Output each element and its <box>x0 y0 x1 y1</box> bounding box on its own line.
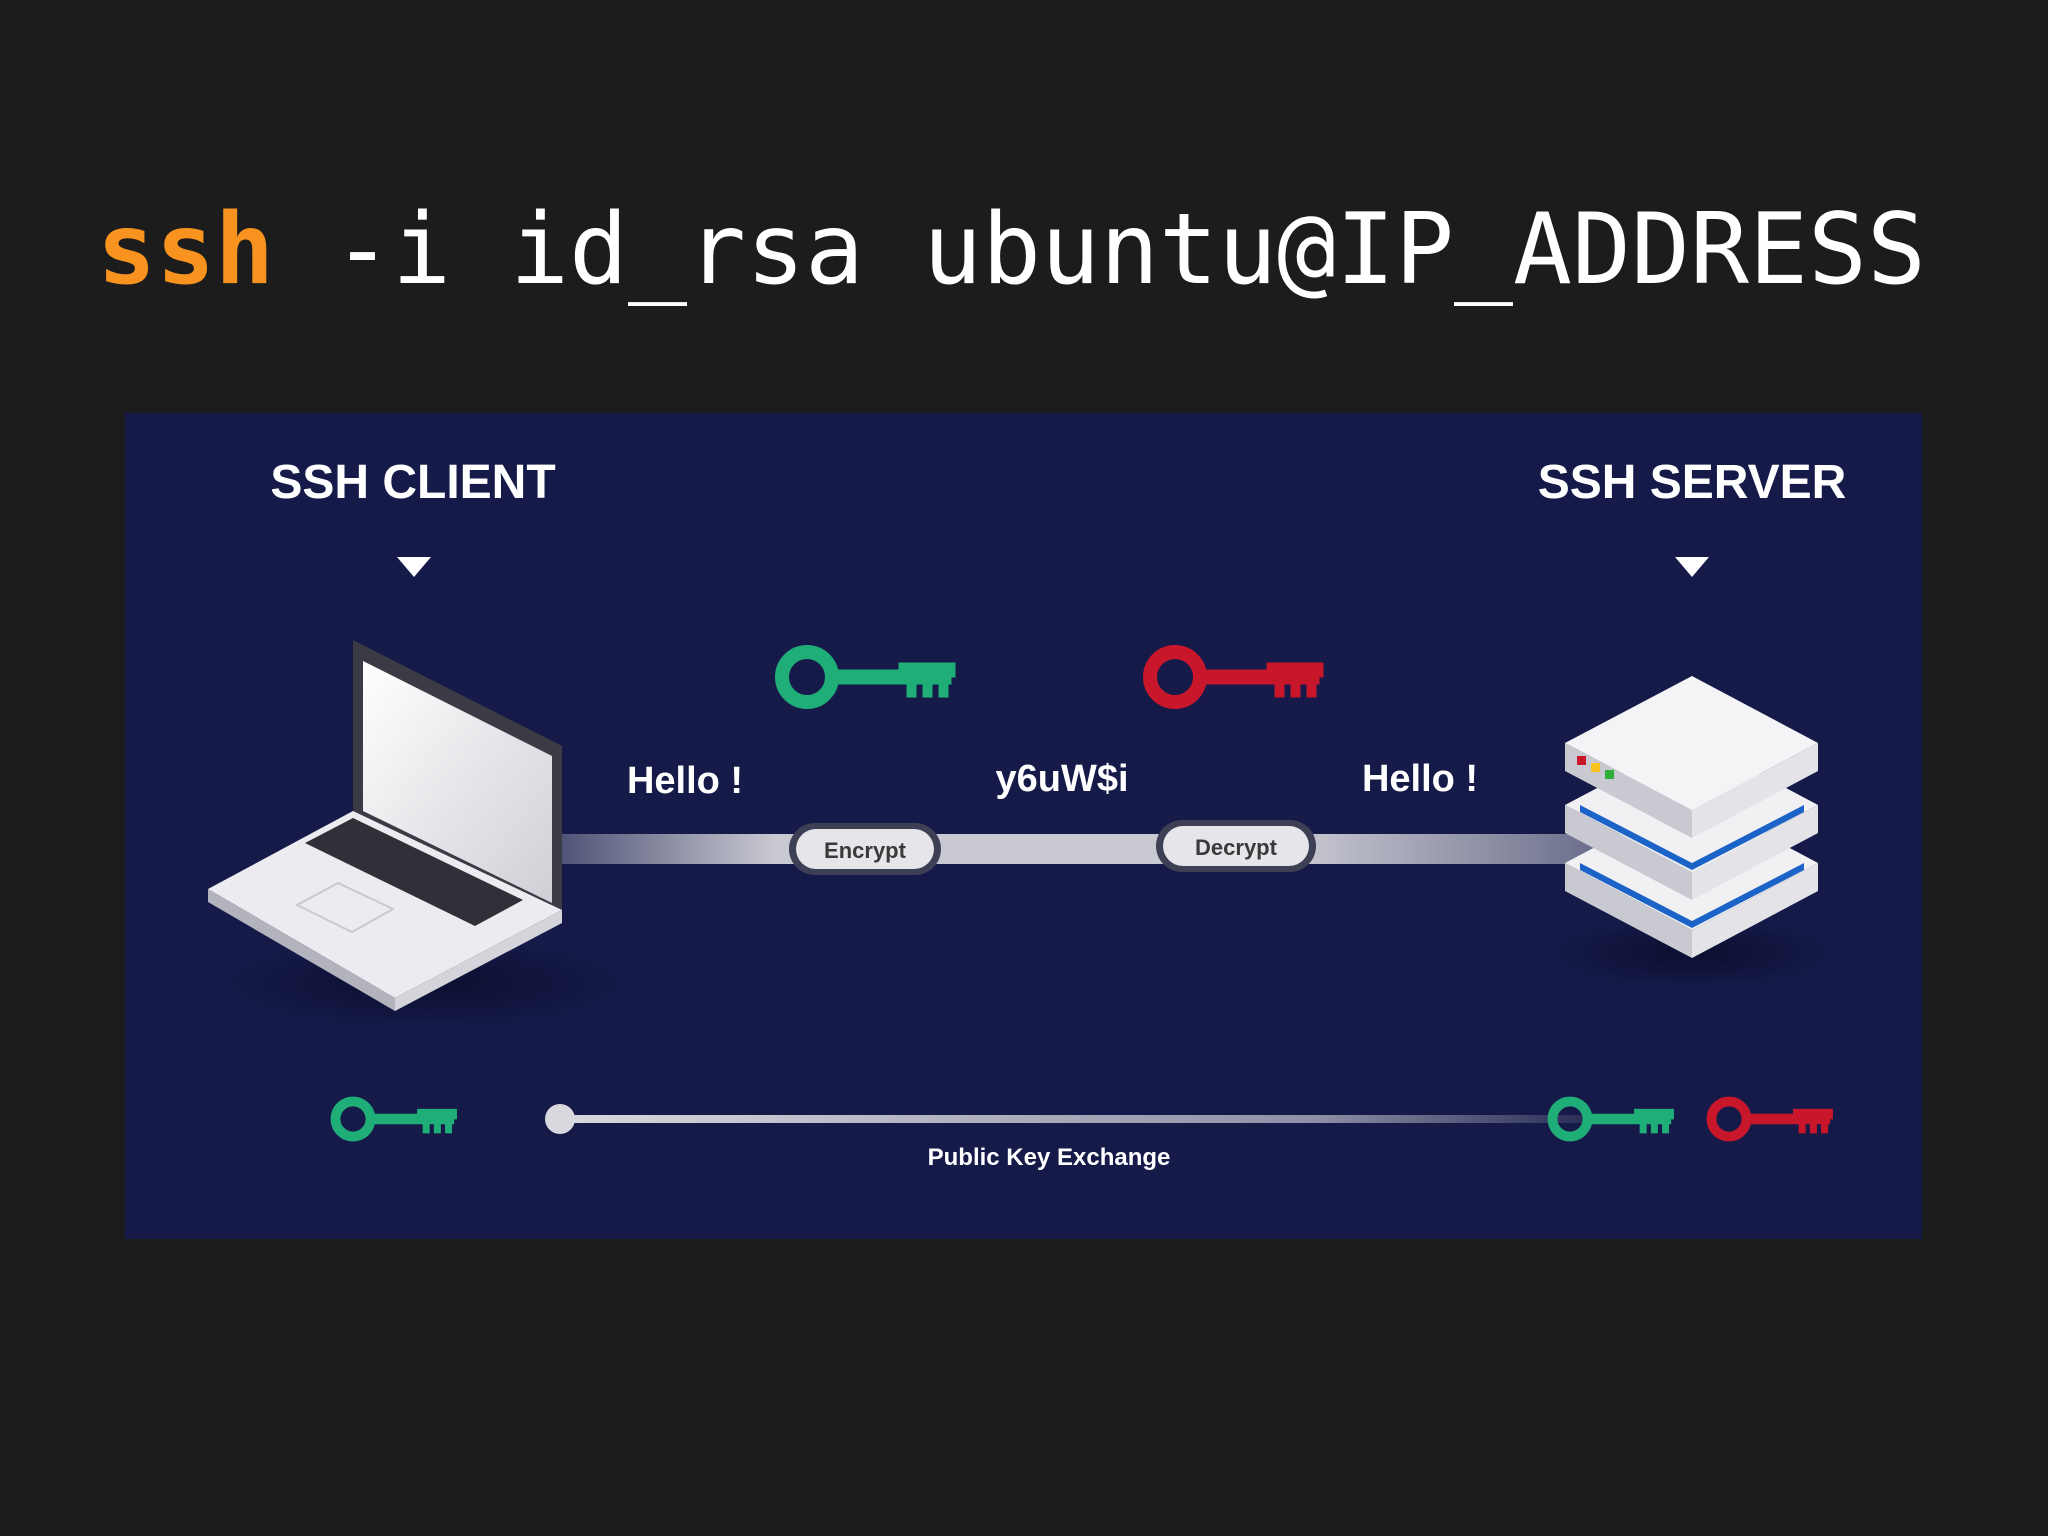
green-key-icon <box>782 652 955 702</box>
command-arguments: -i id_rsa ubuntu@IP_ADDRESS <box>274 193 1927 307</box>
server-stack-icon <box>1552 676 1832 988</box>
server-title: SSH SERVER <box>1538 456 1847 509</box>
server-arrow-icon <box>1675 557 1709 577</box>
red-key-icon <box>1150 652 1323 702</box>
client-title: SSH CLIENT <box>270 456 555 509</box>
exchange-line <box>560 1115 1640 1123</box>
ssh-command: ssh -i id_rsa ubuntu@IP_ADDRESS <box>97 190 1926 310</box>
decrypt-label: Decrypt <box>1195 835 1278 860</box>
connection-bar <box>555 834 1700 864</box>
decrypt-pill: Decrypt <box>1156 820 1316 872</box>
server-private-key-icon <box>1712 1102 1833 1137</box>
exchange-label: Public Key Exchange <box>928 1144 1171 1171</box>
client-message: Hello ! <box>627 760 743 802</box>
status-led-red <box>1577 756 1586 765</box>
encrypt-pill: Encrypt <box>789 823 941 875</box>
laptop-icon <box>208 640 625 1028</box>
server-message: Hello ! <box>1362 758 1478 800</box>
ssh-diagram: SSH CLIENT SSH SERVER Encrypt Decrypt <box>125 413 1922 1239</box>
command-keyword: ssh <box>97 193 275 307</box>
client-public-key-icon <box>336 1102 457 1137</box>
encrypt-label: Encrypt <box>824 838 907 863</box>
status-led-yellow <box>1591 763 1600 772</box>
client-arrow-icon <box>397 557 431 577</box>
status-led-green <box>1605 770 1614 779</box>
encrypted-message: y6uW$i <box>995 758 1128 800</box>
